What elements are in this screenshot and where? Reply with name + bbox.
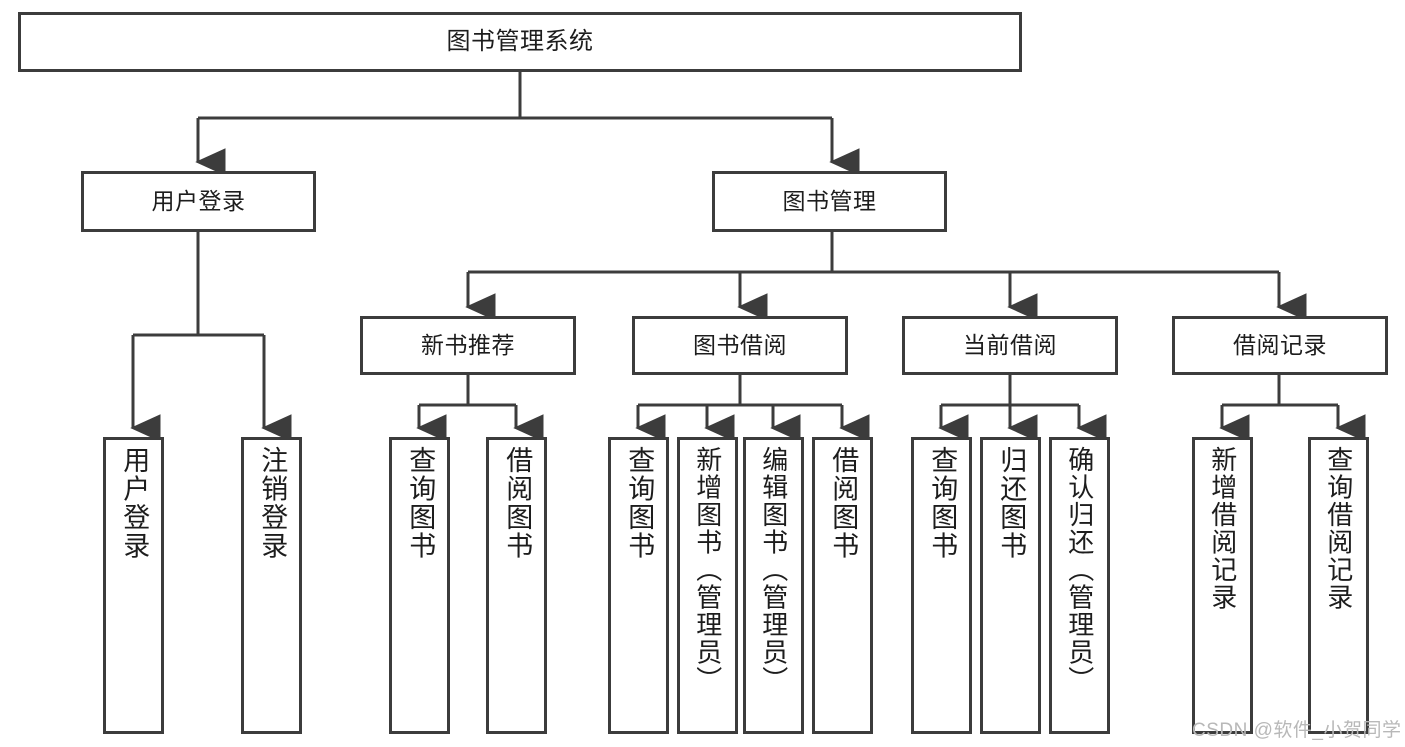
node-new-book-recommend-label: 新书推荐 bbox=[421, 331, 515, 358]
leaf-borrow-book-1[interactable]: 借阅图书 bbox=[486, 437, 547, 734]
leaf-query-book-3[interactable]: 查询图书 bbox=[911, 437, 972, 734]
leaf-borrow-book-2-label: 借阅图书 bbox=[828, 446, 859, 560]
leaf-add-book[interactable]: 新增图书（管理员） bbox=[677, 437, 738, 734]
leaf-borrow-book-1-label: 借阅图书 bbox=[502, 446, 533, 560]
node-user-login[interactable]: 用户登录 bbox=[81, 171, 316, 232]
node-book-management[interactable]: 图书管理 bbox=[712, 171, 947, 232]
leaf-edit-book-label: 编辑图书（管理员） bbox=[758, 446, 789, 694]
leaf-confirm-return-label: 确认归还（管理员） bbox=[1064, 446, 1095, 694]
leaf-edit-book[interactable]: 编辑图书（管理员） bbox=[743, 437, 804, 734]
leaf-user-login-label: 用户登录 bbox=[119, 446, 150, 560]
node-book-borrow-label: 图书借阅 bbox=[693, 331, 787, 358]
node-root-label: 图书管理系统 bbox=[446, 27, 594, 55]
leaf-logout[interactable]: 注销登录 bbox=[241, 437, 302, 734]
leaf-query-book-1[interactable]: 查询图书 bbox=[389, 437, 450, 734]
leaf-query-book-2-label: 查询图书 bbox=[624, 446, 655, 560]
node-new-book-recommend[interactable]: 新书推荐 bbox=[360, 316, 576, 375]
leaf-query-record[interactable]: 查询借阅记录 bbox=[1308, 437, 1369, 734]
node-root[interactable]: 图书管理系统 bbox=[18, 12, 1022, 72]
leaf-query-book-2[interactable]: 查询图书 bbox=[608, 437, 669, 734]
leaf-return-book-label: 归还图书 bbox=[996, 446, 1027, 560]
node-current-borrow-label: 当前借阅 bbox=[963, 331, 1057, 358]
node-book-borrow[interactable]: 图书借阅 bbox=[632, 316, 848, 375]
leaf-query-book-1-label: 查询图书 bbox=[405, 446, 436, 560]
node-current-borrow[interactable]: 当前借阅 bbox=[902, 316, 1118, 375]
leaf-query-record-label: 查询借阅记录 bbox=[1323, 446, 1354, 611]
node-user-login-label: 用户登录 bbox=[151, 187, 246, 214]
leaf-confirm-return[interactable]: 确认归还（管理员） bbox=[1049, 437, 1110, 734]
leaf-add-record[interactable]: 新增借阅记录 bbox=[1192, 437, 1253, 734]
leaf-return-book[interactable]: 归还图书 bbox=[980, 437, 1041, 734]
leaf-query-book-3-label: 查询图书 bbox=[927, 446, 958, 560]
leaf-user-login[interactable]: 用户登录 bbox=[103, 437, 164, 734]
csdn-watermark: CSDN @软件_小贺同学 bbox=[1192, 720, 1402, 741]
node-book-management-label: 图书管理 bbox=[782, 187, 877, 214]
node-borrow-record-label: 借阅记录 bbox=[1233, 331, 1327, 358]
leaf-add-record-label: 新增借阅记录 bbox=[1207, 446, 1238, 611]
leaf-borrow-book-2[interactable]: 借阅图书 bbox=[812, 437, 873, 734]
leaf-logout-label: 注销登录 bbox=[257, 446, 288, 560]
node-borrow-record[interactable]: 借阅记录 bbox=[1172, 316, 1388, 375]
leaf-add-book-label: 新增图书（管理员） bbox=[692, 446, 723, 694]
